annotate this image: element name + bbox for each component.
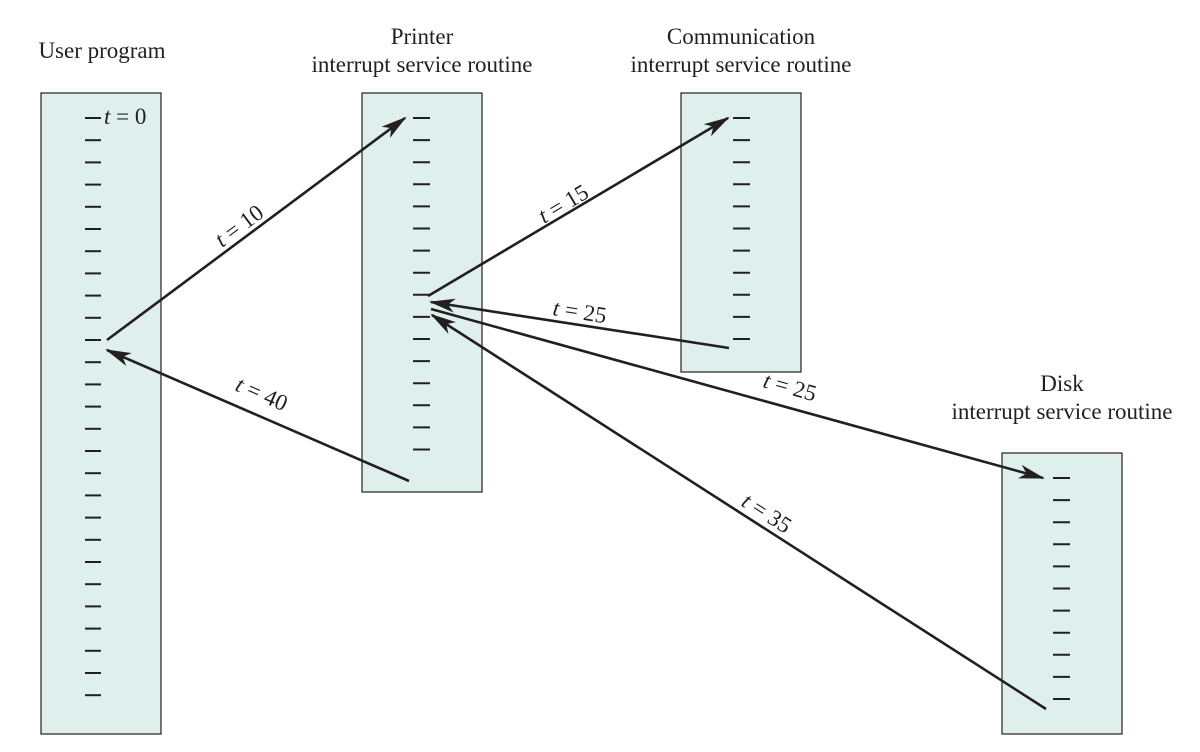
start-time-label: t = 0 [104,104,146,129]
time-label-printer-to-disk: t = 25 [761,368,820,406]
communication-isr-title-line-2: interrupt service routine [630,52,852,77]
transition-arrows [105,116,1047,711]
time-label-user-to-printer: t = 10 [210,200,268,252]
arrow-printer-to-user [105,348,410,483]
user-program-title: User program [22,37,182,65]
communication-isr-title: Communication interrupt service routine [600,23,882,79]
user-program-title-line-1: User program [38,38,166,63]
printer-isr-title: Printer interrupt service routine [292,23,552,79]
time-label-printer-to-comm: t = 15 [534,179,593,228]
printer-isr-title-line-2: interrupt service routine [311,52,533,77]
time-label-comm-to-printer: t = 25 [551,295,608,328]
arrow-comm-to-printer [429,298,730,350]
user-program-box [40,92,162,735]
communication-isr-instruction-ticks [733,117,750,340]
arrow-disk-to-printer [430,313,1047,711]
printer-isr-instruction-ticks [413,117,430,451]
user-program-instruction-ticks [85,117,101,697]
printer-isr-box [361,92,483,493]
communication-isr-title-line-1: Communication [666,24,816,49]
arrow-printer-to-disk [430,307,1045,480]
disk-isr-instruction-ticks [1053,477,1070,700]
disk-isr-title-line-1: Disk [1040,371,1084,396]
arrow-printer-to-comm [427,116,730,298]
arrow-user-to-printer [106,116,407,342]
disk-isr-title-line-2: interrupt service routine [951,399,1173,424]
printer-isr-title-line-1: Printer [390,24,454,49]
disk-isr-title: Disk interrupt service routine [922,370,1200,426]
